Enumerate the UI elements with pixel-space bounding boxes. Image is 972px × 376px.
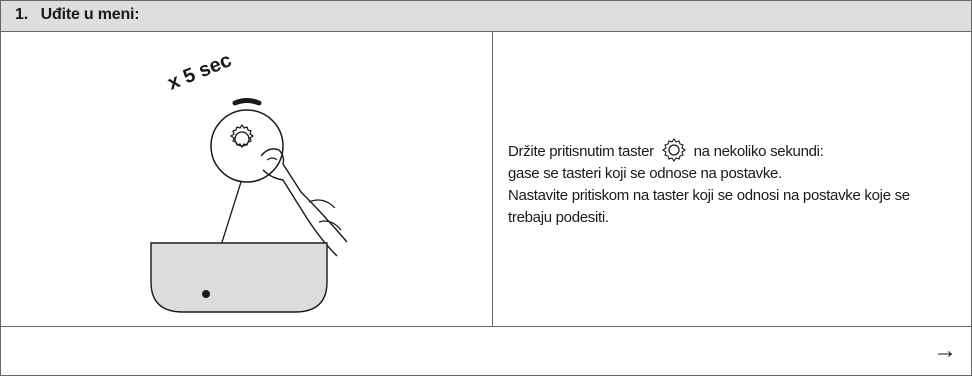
desc-line-4: trebaju podesiti. (508, 207, 910, 229)
step-title: 1. Uđite u meni: (15, 6, 139, 24)
desc-line-2: gase se tasteri koji se odnose na postav… (508, 163, 910, 185)
step-header: 1. Uđite u meni: (0, 0, 972, 32)
next-arrow-icon[interactable]: → (933, 337, 957, 365)
gear-button-icon (211, 101, 283, 183)
bowl-icon (151, 243, 327, 312)
settings-gear-icon (660, 137, 688, 163)
navigation-row: → (0, 326, 972, 376)
desc-line-3: Nastavite pritiskom na taster koji se od… (508, 185, 910, 207)
illustration-cell: x 5 sec (0, 31, 493, 327)
description-cell: Držite pritisnutim taster na nekoliko se… (492, 31, 972, 327)
description-text: Držite pritisnutim taster na nekoliko se… (508, 137, 910, 229)
desc-line-1-end: na nekoliko sekundi: (694, 143, 824, 160)
desc-line-1-start: Držite pritisnutim taster (508, 143, 654, 160)
timer-label: x 5 sec (165, 49, 235, 94)
press-illustration: x 5 sec (1, 32, 494, 328)
